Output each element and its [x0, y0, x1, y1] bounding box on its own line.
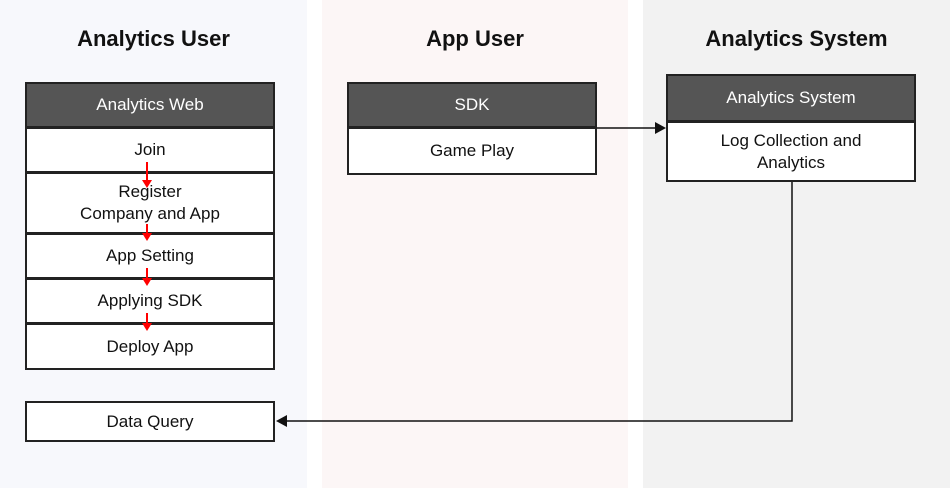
analytics-system-header: Analytics System — [666, 74, 916, 122]
lane-app-user: App User — [322, 0, 628, 488]
step-join: Join — [25, 127, 275, 173]
step-app-setting: App Setting — [25, 233, 275, 279]
step-deploy-app: Deploy App — [25, 323, 275, 370]
step-log-collection-and-analytics: Log Collection and Analytics — [666, 121, 916, 182]
analytics-web-header: Analytics Web — [25, 82, 275, 128]
lane-title-analytics-user: Analytics User — [77, 26, 230, 51]
lane-title-analytics-system: Analytics System — [705, 26, 888, 51]
step-game-play: Game Play — [347, 127, 597, 175]
step-applying-sdk: Applying SDK — [25, 278, 275, 324]
sdk-header: SDK — [347, 82, 597, 128]
lane-title-app-user: App User — [426, 26, 524, 51]
data-query-box: Data Query — [25, 401, 275, 442]
step-register-company-and-app: Register Company and App — [25, 172, 275, 234]
